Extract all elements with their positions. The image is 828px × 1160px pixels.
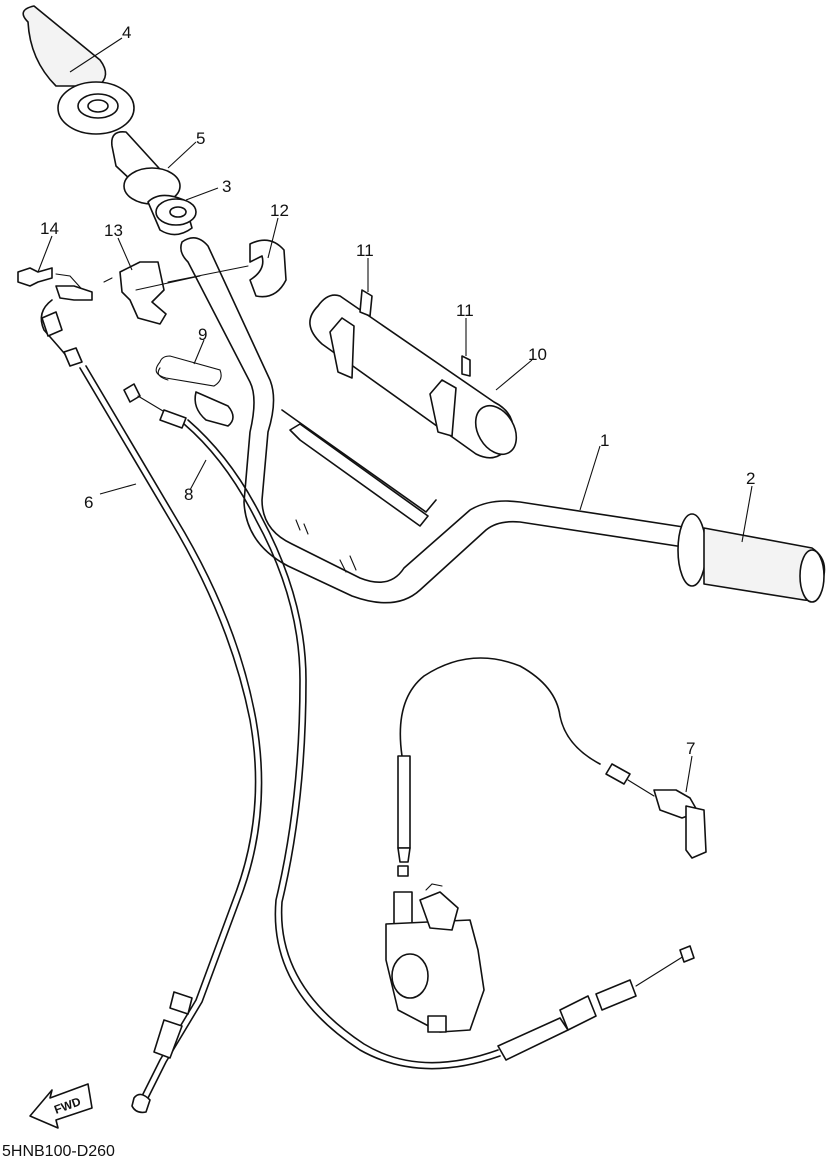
callout-7: 7 (686, 739, 695, 758)
callout-13: 13 (104, 221, 123, 240)
throttle-cable (40, 285, 263, 1114)
choke-knob (155, 355, 234, 427)
callout-11a: 11 (356, 241, 374, 260)
callout-1: 1 (600, 431, 609, 450)
callout-2: 2 (746, 469, 755, 488)
callouts: 1 2 3 4 5 6 7 8 9 10 11 11 12 13 14 (40, 23, 755, 758)
callout-10: 10 (528, 345, 547, 364)
callout-5: 5 (196, 129, 205, 148)
callout-12: 12 (270, 201, 289, 220)
callout-4: 4 (122, 23, 131, 42)
callout-9: 9 (198, 325, 207, 344)
throttle-sleeve (110, 130, 197, 236)
callout-8: 8 (184, 485, 193, 504)
callout-6: 6 (84, 493, 93, 512)
reference-code: 5HNB100-D260 (2, 1143, 115, 1160)
handlebar (180, 237, 691, 604)
grip-left (22, 5, 135, 135)
callout-3: 3 (222, 177, 231, 196)
cable-holder (653, 789, 707, 859)
grip-right (677, 513, 826, 603)
choke-cable (123, 383, 695, 1070)
cable-guide (249, 239, 287, 298)
leader-lines (37, 37, 753, 793)
callout-14: 14 (40, 219, 59, 238)
carb-cable (397, 657, 655, 863)
carburetor (385, 865, 485, 1033)
lever-holder (17, 261, 249, 325)
forward-direction-arrow: FWD (29, 1083, 93, 1129)
callout-11b: 11 (456, 301, 474, 320)
handlebar-pad (309, 289, 518, 459)
